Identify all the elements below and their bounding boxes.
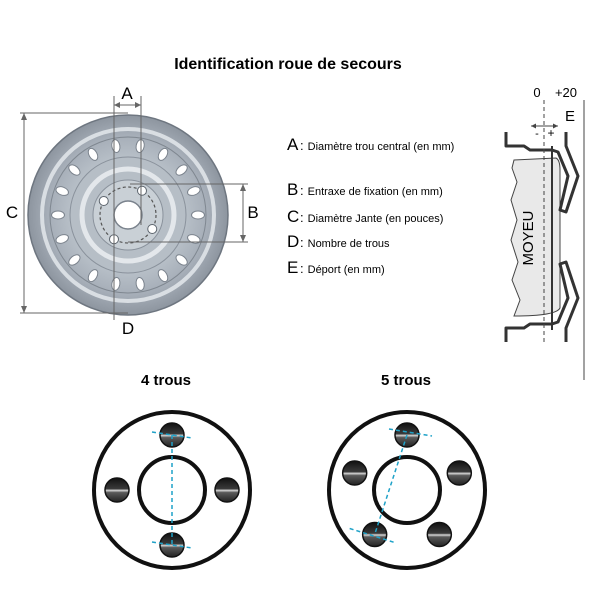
- bolt-hole: [341, 460, 368, 486]
- legend-text: Diamètre Jante (en pouces): [307, 213, 444, 225]
- vent-hole: [68, 164, 81, 176]
- legend-letter: D: [287, 232, 300, 251]
- hub-body: [510, 157, 561, 317]
- five-holes-center-bore: [372, 455, 442, 525]
- wheel-bolt-hole: [137, 185, 147, 196]
- vent-hole: [135, 276, 145, 291]
- disc-ridge: [79, 166, 177, 264]
- legend-letter: A: [287, 135, 299, 154]
- offset-zero: 0: [533, 85, 540, 100]
- vent-hole: [87, 147, 99, 161]
- offset-plus: +: [547, 126, 554, 140]
- legend-text: Nombre de trous: [307, 238, 390, 250]
- vent-hole: [191, 210, 205, 220]
- vent-hole: [187, 234, 201, 244]
- hub-label: MOYEU: [520, 210, 537, 265]
- dimension-arrowheads: [21, 102, 246, 313]
- vent-hole: [187, 186, 201, 196]
- distance-line: [373, 434, 408, 535]
- vent-holes: [51, 139, 205, 291]
- rim-groove: [49, 136, 207, 294]
- wheel-bolt-hole: [98, 196, 109, 206]
- bolt-hole: [361, 521, 388, 548]
- bolt-hole: [446, 460, 473, 486]
- label-a: A: [121, 84, 133, 103]
- legend-item-b: B:Entraxe de fixation (en mm): [287, 180, 443, 199]
- wheel-letters: A C B D: [6, 84, 259, 338]
- vent-hole: [157, 269, 169, 283]
- vent-hole: [51, 210, 65, 220]
- vent-hole: [68, 254, 81, 266]
- rim-flange: [40, 127, 216, 303]
- rim-profile-top: [504, 132, 580, 214]
- diagram-title: Identification roue de secours: [174, 56, 402, 73]
- offset-diagram: 0 +20 E - + MOYEU: [504, 85, 585, 380]
- offset-e: E: [565, 108, 575, 125]
- measure-tick: [388, 428, 433, 437]
- vent-hole: [55, 234, 69, 244]
- wheel-drawing: [27, 114, 229, 316]
- five-holes-label: 5 trous: [380, 372, 431, 389]
- vent-hole: [55, 186, 69, 196]
- legend-text: Déport (en mm): [307, 264, 385, 276]
- measure-tick: [349, 527, 395, 544]
- label-c: C: [6, 203, 18, 222]
- offset-minus: -: [535, 128, 539, 140]
- vent-hole: [175, 164, 188, 176]
- legend-item-c: C:Diamètre Jante (en pouces): [287, 207, 444, 226]
- dimension-lines: [20, 96, 248, 320]
- legend-text: Diamètre trou central (en mm): [307, 141, 455, 153]
- label-b: B: [247, 203, 258, 222]
- label-d: D: [122, 319, 134, 338]
- legend-item-a: A:Diamètre trou central (en mm): [287, 135, 455, 154]
- legend-letter: E: [287, 258, 299, 277]
- offset-plus20: +20: [555, 85, 577, 100]
- five-holes-measure: [349, 428, 433, 544]
- vent-hole: [175, 254, 188, 266]
- rim-profile-bottom: [504, 260, 580, 342]
- legend-item-d: D:Nombre de trous: [287, 232, 390, 251]
- four-holes-diagram: [92, 410, 252, 570]
- wheel-bolt-hole: [147, 224, 158, 234]
- legend-item-e: E:Déport (en mm): [287, 258, 385, 277]
- five-holes-diagram: [327, 410, 487, 570]
- vent-hole: [87, 269, 99, 283]
- legend-letter: B: [287, 180, 299, 199]
- five-holes-bolts: [341, 422, 473, 548]
- bolt-circle: [99, 186, 157, 244]
- four-holes-label: 4 trous: [140, 372, 191, 389]
- bolt-hole: [426, 521, 453, 548]
- vent-hole: [157, 147, 169, 161]
- bolt-hole: [104, 477, 130, 503]
- four-holes-measure: [151, 431, 193, 549]
- legend-letter: C: [287, 207, 300, 226]
- bolt-hole: [214, 477, 240, 503]
- legend-text: Entraxe de fixation (en mm): [307, 186, 443, 198]
- center-bore: [113, 200, 143, 230]
